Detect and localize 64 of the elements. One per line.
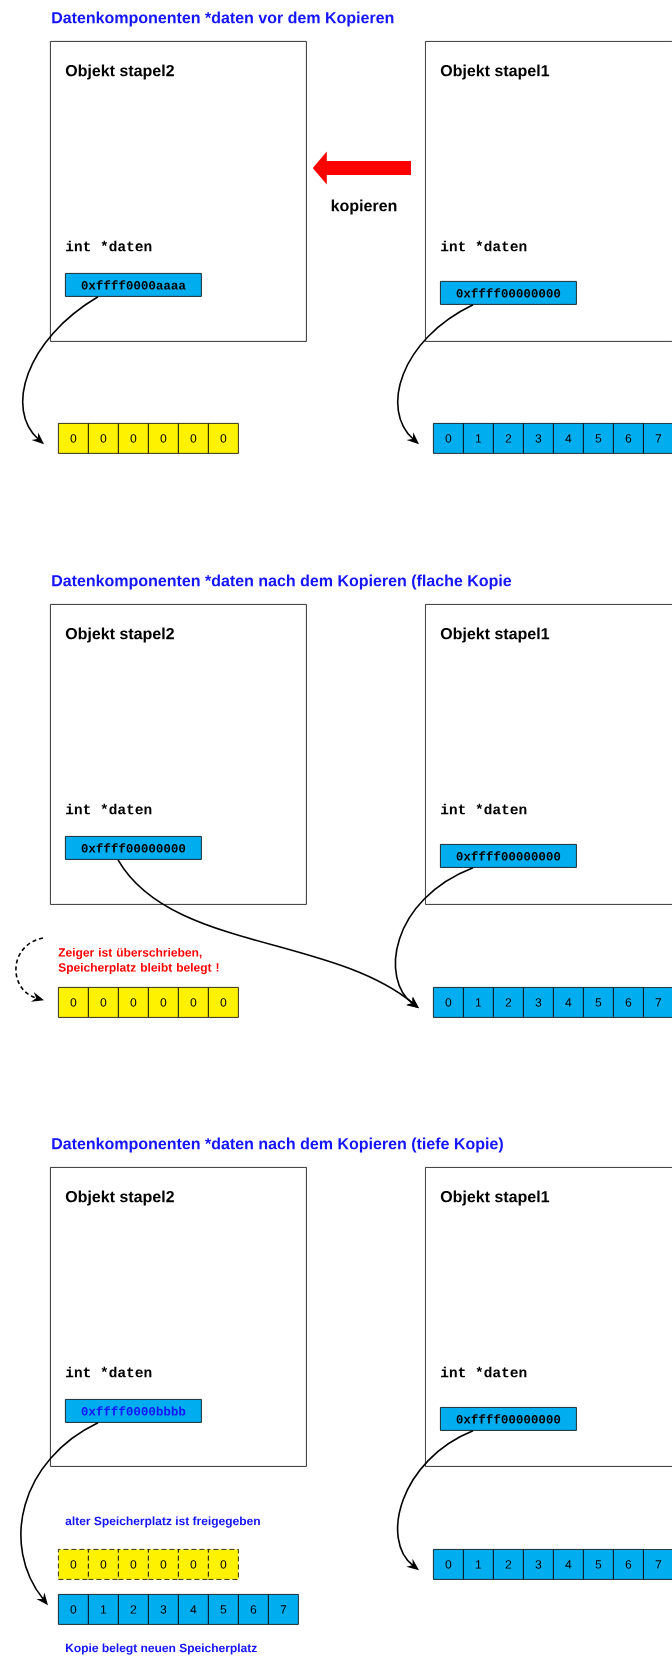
array-cell: 0	[148, 987, 179, 1018]
array-cell: 0	[118, 423, 149, 454]
array-cell: 2	[493, 423, 524, 454]
note-text: alter Speicherplatz ist freigegeben	[65, 1516, 260, 1528]
pointer-box: 0xffff00000000	[440, 1407, 577, 1431]
array-cell: 6	[613, 423, 644, 454]
array-cell: 0	[433, 423, 464, 454]
array-cell: 3	[523, 423, 554, 454]
array-cell: 0	[208, 1549, 239, 1580]
array-cell: 0	[118, 987, 149, 1018]
array-cell: 5	[583, 423, 614, 454]
array-cell: 0	[178, 987, 209, 1018]
array-cell: 0	[88, 423, 119, 454]
array-cell: 0	[58, 1594, 89, 1625]
section-title: Datenkomponenten *daten nach dem Kopieren (flache Kopie	[52, 574, 512, 590]
array-cell: 0	[433, 1549, 464, 1580]
array-cell: 1	[88, 1594, 119, 1625]
array-cell: 5	[583, 987, 614, 1018]
array-cell: 0	[58, 1549, 89, 1580]
array-cell: 1	[463, 423, 494, 454]
array-cell: 0	[208, 423, 239, 454]
array-cell: 2	[493, 1549, 524, 1580]
section-title: Datenkomponenten *daten vor dem Kopieren	[52, 11, 394, 27]
array-cell: 7	[643, 987, 672, 1018]
array-cell: 6	[613, 987, 644, 1018]
array-cell: 7	[268, 1594, 299, 1625]
pointer-box: 0xffff00000000	[440, 844, 577, 868]
arrow	[15, 937, 44, 1002]
array-cell: 5	[208, 1594, 239, 1625]
array-cell: 0	[58, 987, 89, 1018]
section-title: Datenkomponenten *daten nach dem Kopieren (tiefe Kopie)	[52, 1137, 503, 1153]
array-cell: 0	[178, 1549, 209, 1580]
array-cell: 3	[523, 987, 554, 1018]
array-cell: 6	[613, 1549, 644, 1580]
pointer-box: 0xffff00000000	[65, 836, 202, 860]
array-cell: 0	[148, 1549, 179, 1580]
array-cell: 4	[178, 1594, 209, 1625]
pointer-box: 0xffff0000aaaa	[65, 273, 202, 297]
array-cell: 0	[433, 987, 464, 1018]
array-cell: 7	[643, 1549, 672, 1580]
pointer-box: 0xffff0000bbbb	[65, 1399, 202, 1423]
array-cell: 1	[463, 1549, 494, 1580]
array-cell: 6	[238, 1594, 269, 1625]
array-cell: 0	[118, 1549, 149, 1580]
array-cell: 4	[553, 987, 584, 1018]
array-cell: 0	[88, 1549, 119, 1580]
array-cell: 4	[553, 1549, 584, 1580]
array-cell: 0	[88, 987, 119, 1018]
edge-label: kopieren	[329, 198, 399, 216]
array-cell: 2	[118, 1594, 149, 1625]
array-cell: 4	[553, 423, 584, 454]
array-cell: 3	[148, 1594, 179, 1625]
note-text: Kopie belegt neuen Speicherplatz	[66, 1643, 257, 1655]
note-text: Zeiger ist überschrieben, Speicherplatz bleibt belegt !	[58, 947, 219, 975]
array-cell: 0	[178, 423, 209, 454]
array-cell: 0	[148, 423, 179, 454]
array-cell: 1	[463, 987, 494, 1018]
array-cell: 7	[643, 423, 672, 454]
array-cell: 3	[523, 1549, 554, 1580]
array-cell: 0	[58, 423, 89, 454]
pointer-box: 0xffff00000000	[440, 281, 577, 305]
array-cell: 5	[583, 1549, 614, 1580]
array-cell: 2	[493, 987, 524, 1018]
array-cell: 0	[208, 987, 239, 1018]
